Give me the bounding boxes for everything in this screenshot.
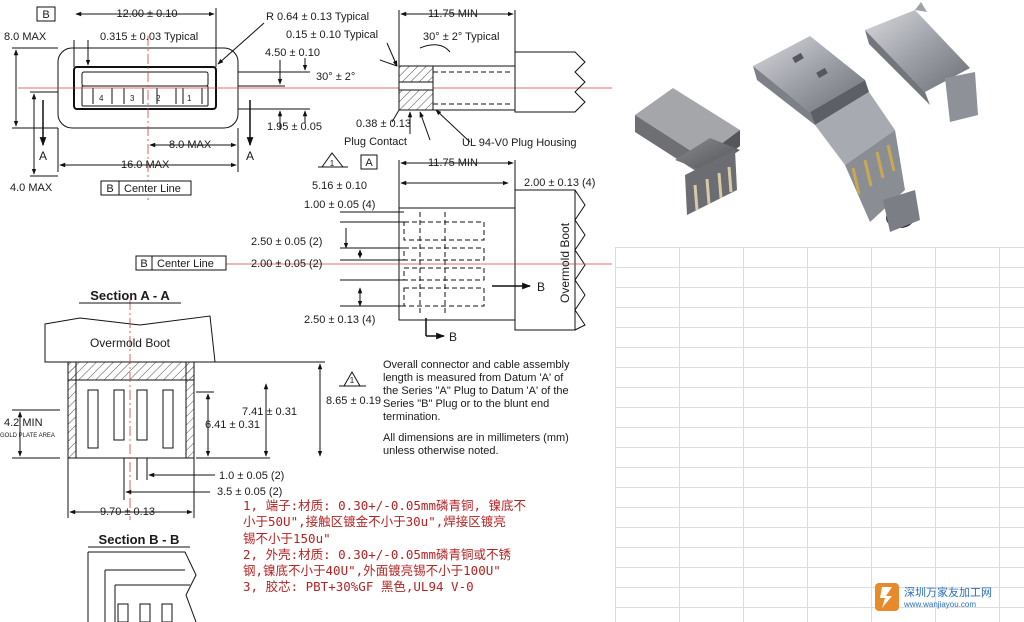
pin-number: 2 <box>156 94 161 103</box>
spec-note-line: 锡不小于150u" <box>243 530 331 546</box>
svg-text:9.70 ± 0.13: 9.70 ± 0.13 <box>100 506 155 518</box>
top-view-centerlines <box>18 36 612 200</box>
svg-text:0.38 ± 0.13: 0.38 ± 0.13 <box>356 118 411 130</box>
svg-text:1.00 ± 0.05 (4): 1.00 ± 0.05 (4) <box>304 199 375 211</box>
svg-text:UL 94-V0 Plug Housing: UL 94-V0 Plug Housing <box>462 137 577 149</box>
section-b-labels: Section B - B <box>88 532 190 548</box>
svg-text:the Series "A" Plug to Datum ': the Series "A" Plug to Datum 'A' of the <box>383 385 569 397</box>
watermark-site-name: 深圳万家友加工网 <box>904 586 992 599</box>
svg-text:R 0.64 ± 0.13 Typical: R 0.64 ± 0.13 Typical <box>266 11 369 23</box>
plan-view <box>318 152 586 340</box>
svg-text:GOLD PLATE AREA: GOLD PLATE AREA <box>0 433 55 439</box>
svg-text:All dimensions are in millimet: All dimensions are in millimeters (mm) <box>383 432 569 444</box>
technical-drawing: B 12.00 ± 0.10 8.0 MAX 0.315 ± 0.03 Typi… <box>0 6 612 622</box>
svg-text:B: B <box>106 183 113 195</box>
usb-plug-parts-photo <box>615 0 1024 247</box>
svg-text:8.0 MAX: 8.0 MAX <box>169 139 212 151</box>
svg-text:Section A - A: Section A - A <box>90 288 170 303</box>
spec-note-line: 3, 胶芯: PBT+30%GF 黑色,UL94 V-0 <box>243 579 474 595</box>
side-view-labels: 11.75 MIN 0.15 ± 0.10 Typical 30° ± 2° T… <box>286 8 577 149</box>
side-view <box>379 10 586 143</box>
svg-text:Series "B" Plug or to the blun: Series "B" Plug or to the blunt end <box>383 398 549 410</box>
plastic-insert-part <box>635 88 740 215</box>
svg-text:1.95 ± 0.05: 1.95 ± 0.05 <box>267 121 322 133</box>
spreadsheet-grid-background <box>615 247 1024 622</box>
watermark-logo-icon <box>875 583 899 611</box>
svg-text:2.50 ± 0.13 (4): 2.50 ± 0.13 (4) <box>304 314 375 326</box>
pin-number: 3 <box>130 94 135 103</box>
section-b-mark-bottom: B <box>449 330 457 344</box>
svg-text:length is measured from Datum: length is measured from Datum 'A' of <box>383 372 564 384</box>
svg-text:termination.: termination. <box>383 411 440 423</box>
svg-text:B: B <box>140 258 147 270</box>
spec-note-line: 小于50U",接触区镀金不小于30u",焊接区镀亮 <box>243 514 506 530</box>
svg-text:8.65 ± 0.19: 8.65 ± 0.19 <box>326 395 381 407</box>
svg-text:Center Line: Center Line <box>157 258 214 270</box>
spec-note-line: 1, 端子:材质: 0.30+/-0.05mm磷青铜, 镍底不 <box>243 498 527 513</box>
svg-text:Overmold Boot: Overmold Boot <box>558 222 572 303</box>
svg-text:30° ± 2°: 30° ± 2° <box>316 71 355 83</box>
svg-text:2.50 ± 0.05 (2): 2.50 ± 0.05 (2) <box>251 236 322 248</box>
svg-text:4.0 MAX: 4.0 MAX <box>10 182 53 194</box>
svg-text:2.00 ± 0.05 (2): 2.00 ± 0.05 (2) <box>251 258 322 270</box>
svg-text:5.16 ± 0.10: 5.16 ± 0.10 <box>312 180 367 192</box>
section-a-labels: Section A - A Overmold Boot 4.2 MIN GOLD… <box>0 288 381 518</box>
svg-text:Overmold Boot: Overmold Boot <box>90 336 171 350</box>
svg-text:0.15 ± 0.10 Typical: 0.15 ± 0.10 Typical <box>286 29 378 41</box>
svg-text:30° ± 2° Typical: 30° ± 2° Typical <box>423 31 499 43</box>
svg-text:unless otherwise noted.: unless otherwise noted. <box>383 445 499 457</box>
svg-text:Plug Contact: Plug Contact <box>344 136 407 148</box>
svg-text:Section B - B: Section B - B <box>99 532 180 547</box>
svg-text:11.75 MIN: 11.75 MIN <box>428 8 478 20</box>
pin-number: 1 <box>187 94 192 103</box>
svg-text:16.0 MAX: 16.0 MAX <box>121 159 170 171</box>
pin-number: 4 <box>99 94 104 103</box>
datum-b-box: B <box>42 9 49 21</box>
plan-view-labels: 1 A 11.75 MIN 5.16 ± 0.10 2.00 ± 0.13 (4… <box>135 157 595 344</box>
watermark-site-url: www.wanjiayou.com <box>904 600 977 609</box>
svg-text:Center Line: Center Line <box>124 183 181 195</box>
svg-text:3.5 ± 0.05 (2): 3.5 ± 0.05 (2) <box>217 486 282 498</box>
section-a <box>12 315 366 518</box>
svg-text:12.00 ± 0.10: 12.00 ± 0.10 <box>116 8 177 20</box>
top-view <box>12 8 310 177</box>
note-1-flag: 1 <box>330 159 335 168</box>
svg-text:2.00 ± 0.13 (4): 2.00 ± 0.13 (4) <box>524 177 595 189</box>
svg-text:4.2 MIN: 4.2 MIN <box>4 417 43 429</box>
watermark: 深圳万家友加工网 www.wanjiayou.com <box>874 580 1024 616</box>
section-b-mark-right: B <box>537 280 545 294</box>
chinese-spec-notes: 1, 端子:材质: 0.30+/-0.05mm磷青铜, 镍底不 小于50U",接… <box>243 498 615 596</box>
svg-text:7.41 ± 0.31: 7.41 ± 0.31 <box>242 406 297 418</box>
spec-note-line: 2, 外壳:材质: 0.30+/-0.05mm磷青铜或不锈 <box>243 546 511 562</box>
svg-text:11.75 MIN: 11.75 MIN <box>428 157 478 169</box>
section-b <box>87 551 197 622</box>
svg-text:8.0 MAX: 8.0 MAX <box>4 31 47 43</box>
spec-note-line: 钢,镍底不小于40U",外面镀亮锡不小于100U" <box>243 563 501 579</box>
svg-text:6.41 ± 0.31: 6.41 ± 0.31 <box>205 419 260 431</box>
top-view-labels: B 12.00 ± 0.10 8.0 MAX 0.315 ± 0.03 Typi… <box>4 6 369 196</box>
svg-text:1.0 ± 0.05 (2): 1.0 ± 0.05 (2) <box>219 470 284 482</box>
svg-text:Overall connector and cable as: Overall connector and cable assembly <box>383 359 570 371</box>
svg-text:4.50 ± 0.10: 4.50 ± 0.10 <box>265 47 320 59</box>
metal-cover-part <box>865 2 978 122</box>
section-a-mark-left: A <box>39 149 47 163</box>
svg-text:0.315 ± 0.03 Typical: 0.315 ± 0.03 Typical <box>100 31 198 43</box>
section-a-mark-right: A <box>246 149 254 163</box>
notes-english: Overall connector and cable assembly len… <box>383 359 570 457</box>
svg-text:1: 1 <box>350 376 355 385</box>
svg-text:A: A <box>365 157 373 169</box>
metal-shell-part <box>753 36 920 232</box>
